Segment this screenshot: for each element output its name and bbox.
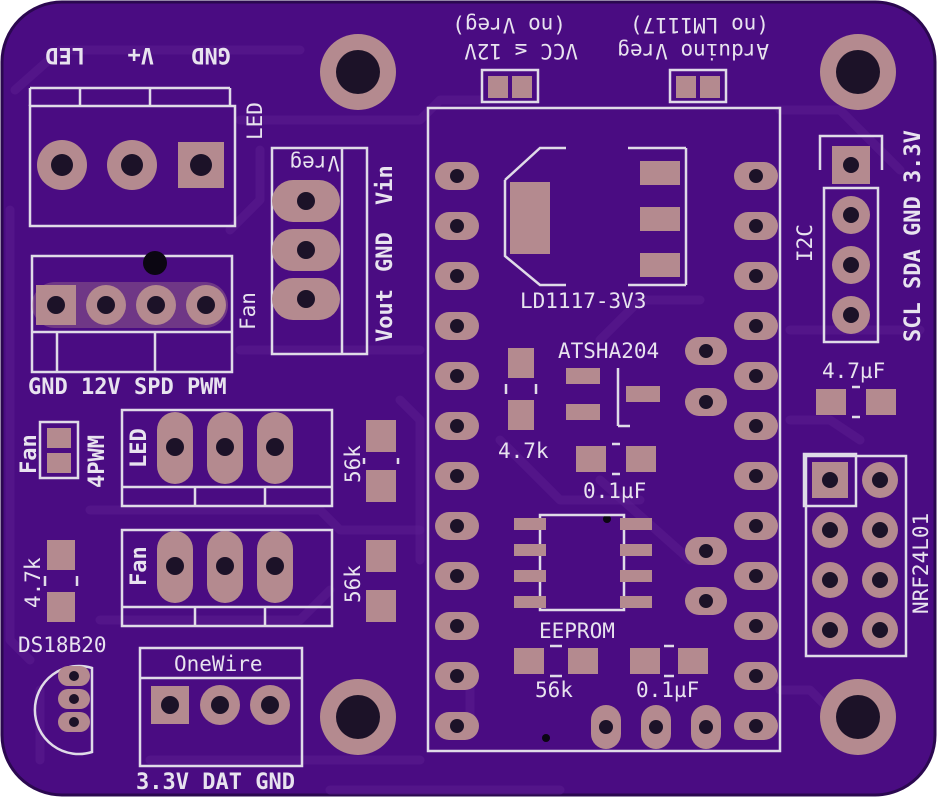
capacitor-47uf: 4.7µF (816, 359, 896, 419)
resistor-56k-center-label: 56k (535, 678, 573, 702)
arduino-left-pins (435, 162, 479, 740)
arduino-jumper-label-line1: Arduino Vreg (617, 39, 769, 63)
onewire-pins-label: 3.3V DAT GND (136, 770, 295, 795)
capacitor-01uf-bottom: 0.1µF (630, 644, 708, 702)
capacitor-right-label: 4.7µF (822, 359, 885, 383)
arduino-vreg-jumper: Arduino Vreg (no LM1117) (617, 13, 769, 104)
eeprom-chip: EEPROM (514, 513, 652, 643)
fan-jumper: Fan (120, 528, 334, 628)
resistor-47k-left: 4.7k (21, 540, 79, 622)
vcc-jumper-label-line1: VCC ≤ 12V (464, 39, 578, 63)
led-side-label: LED (243, 102, 267, 140)
eeprom-label: EEPROM (539, 619, 615, 643)
resistor-47k-center-label: 4.7k (498, 439, 549, 463)
vreg-pin-vout-label: Vout (373, 289, 398, 342)
arduino-module (426, 106, 782, 753)
onewire-label: OneWire (174, 652, 263, 676)
resistor-47k-center: 4.7k (498, 348, 549, 463)
vreg-header: Vreg Vin GND Vout (270, 146, 398, 356)
ds18b20-sensor: DS18B20 (18, 633, 107, 756)
nrf24l01-header: NRF24L01 (802, 452, 933, 658)
onewire-terminal: OneWire 3.3V DAT GND (136, 646, 304, 795)
i2c-header: I2C SCL SDA GND 3.3V (793, 130, 926, 344)
nrf-label: NRF24L01 (909, 513, 933, 614)
atsha204-chip: ATSHA204 (558, 339, 660, 428)
vreg-top-label: Vreg (289, 151, 340, 175)
resistor-56k-bottom-label: 56k (341, 565, 365, 603)
vreg-pin-vin-label: Vin (373, 165, 398, 205)
led-jumper: LED (120, 408, 334, 508)
capacitor-bottom-label: 0.1µF (636, 678, 699, 702)
vreg-pin-gnd-label: GND (373, 232, 398, 272)
resistor-56k-top: 56k (341, 420, 400, 502)
resistor-47k-left-label: 4.7k (21, 557, 45, 608)
vcc-jumper-label-line2: (no Vreg) (452, 13, 566, 37)
i2c-pins-label: SCL SDA GND 3.3V (901, 130, 926, 342)
mounting-holes (320, 34, 896, 755)
fan-header-side-label: Fan (236, 292, 260, 330)
fan-4pwm-label-fan: Fan (17, 434, 42, 474)
arduino-right-pins (734, 162, 778, 740)
fan-pins-label: GND 12V SPD PWM (28, 375, 227, 400)
vcc-jumper: VCC ≤ 12V (no Vreg) (452, 13, 578, 104)
power-pin-gnd-label: LED (45, 42, 85, 67)
capacitor-01uf-center: 0.1µF (576, 442, 656, 503)
i2c-label: I2C (793, 224, 817, 262)
resistor-56k-center: 56k (514, 644, 598, 702)
atsha-label: ATSHA204 (558, 339, 659, 363)
power-pin-led-label: GND (191, 42, 231, 67)
resistor-56k-top-label: 56k (341, 445, 365, 483)
resistor-56k-bottom: 56k (341, 540, 396, 622)
ld1117-label: LD1117-3V3 (520, 289, 646, 313)
capacitor-center-label: 0.1µF (583, 479, 646, 503)
ld1117-regulator: LD1117-3V3 (503, 146, 688, 313)
led-jumper-label: LED (127, 428, 152, 468)
power-pin-vplus-label: V+ (128, 42, 155, 67)
power-terminal-block: LED V+ GND LED (28, 42, 267, 228)
fan-4pwm-jumper: Fan 4PWM (17, 420, 110, 488)
ds18b20-label: DS18B20 (18, 633, 107, 657)
fan-jumper-label: Fan (127, 546, 152, 586)
fan-header: Fan GND 12V SPD PWM (28, 251, 260, 400)
fan-4pwm-label-4pwm: 4PWM (85, 435, 110, 488)
arduino-jumper-label-line2: (no LM1117) (630, 13, 769, 37)
